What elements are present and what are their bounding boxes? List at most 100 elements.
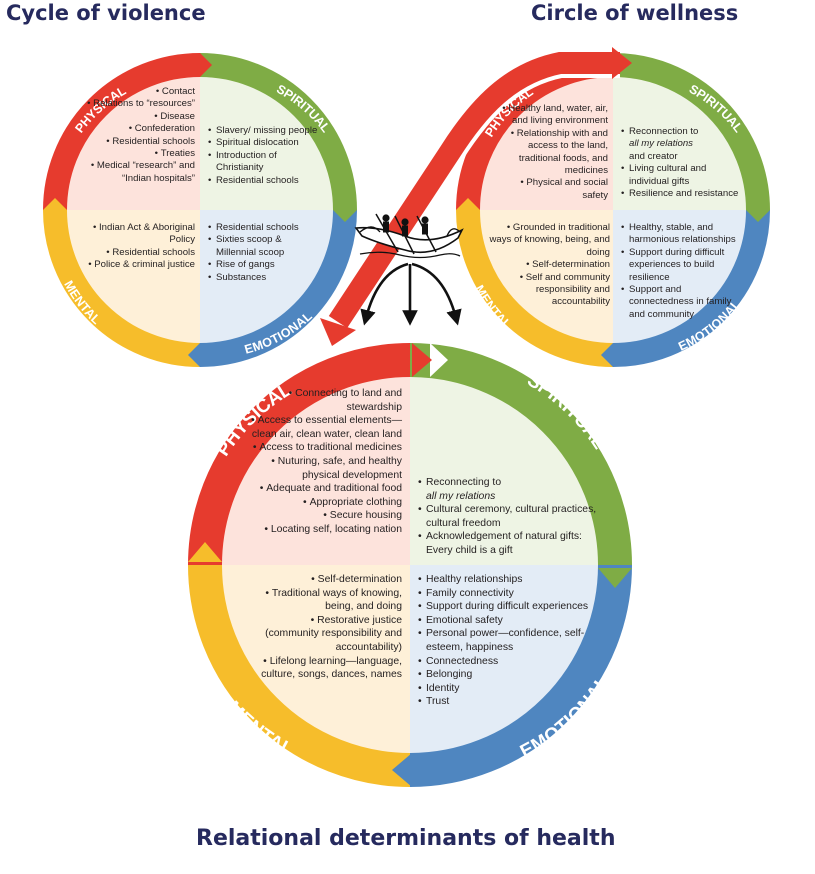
cv-physical-list: Contact Relations to “resources” Disease… bbox=[76, 86, 195, 185]
cw-spiritual-arrowhead bbox=[746, 210, 770, 222]
title-relational-determinants: Relational determinants of health bbox=[196, 826, 616, 851]
list-item: Residential schools bbox=[208, 222, 323, 235]
list-item: Sixties scoop & Millennial scoop bbox=[208, 234, 323, 259]
list-item: Traditional ways of knowing, being, and … bbox=[260, 587, 402, 614]
canoe-arrows bbox=[360, 262, 462, 326]
list-item: Access to traditional medicines bbox=[238, 441, 402, 455]
list-item: Residential schools bbox=[76, 136, 195, 148]
item-text: Reconnection to bbox=[629, 126, 699, 137]
cw-spiritual-arc bbox=[612, 53, 770, 211]
cw-physical-list: Healthy land, water, air, and living env… bbox=[496, 103, 608, 202]
rd-spiritual-arc bbox=[409, 343, 632, 566]
list-item: Belonging bbox=[418, 668, 608, 682]
list-item: Identity bbox=[418, 682, 608, 696]
item-text: and creator bbox=[629, 150, 678, 162]
list-item: Healthy land, water, air, and living env… bbox=[496, 103, 608, 128]
list-item: Self-determination bbox=[260, 573, 402, 587]
cv-spiritual-arc bbox=[199, 53, 357, 211]
rd-mental-arrowhead bbox=[188, 542, 222, 562]
cv-emotional-arc bbox=[199, 209, 357, 367]
cv-emotional-list: Residential schools Sixties scoop & Mill… bbox=[208, 222, 323, 284]
list-item: Acknowledgement of natural gifts: Every … bbox=[418, 530, 600, 557]
rd-mental-arc bbox=[188, 564, 411, 787]
list-item: Locating self, locating nation bbox=[238, 523, 402, 537]
list-item: Adequate and traditional food bbox=[238, 482, 402, 496]
list-item: Spiritual dislocation bbox=[208, 137, 320, 150]
rd-emotional-arrowhead bbox=[392, 753, 412, 787]
cv-mental-arc bbox=[43, 209, 201, 367]
list-item: Indian Act & Aboriginal Policy bbox=[74, 222, 195, 247]
italic-phrase: all my relations bbox=[629, 138, 693, 150]
list-item: Introduction of Christianity bbox=[208, 150, 320, 175]
list-item: Slavery/ missing people bbox=[208, 125, 320, 138]
cw-mental-list: Grounded in traditional ways of knowing,… bbox=[488, 222, 610, 309]
list-item: Police & criminal justice bbox=[74, 259, 195, 271]
list-item: Lifelong learning—language, culture, son… bbox=[260, 655, 402, 682]
list-item: Healthy, stable, and harmonious relation… bbox=[621, 222, 743, 247]
list-item: Support during difficult experiences to … bbox=[621, 247, 743, 284]
list-item: Trust bbox=[418, 695, 608, 709]
cv-spiritual-arrowhead bbox=[333, 210, 357, 222]
cv-mental-list: Indian Act & Aboriginal Policy Residenti… bbox=[74, 222, 195, 272]
list-item: Grounded in traditional ways of knowing,… bbox=[488, 222, 610, 259]
cv-spiritual-list: Slavery/ missing people Spiritual disloc… bbox=[208, 125, 320, 187]
rd-emotional-arc bbox=[409, 564, 632, 787]
cw-emotional-arrowhead bbox=[601, 343, 613, 367]
band-red bbox=[328, 52, 620, 329]
italic-phrase: all my relations bbox=[426, 490, 496, 502]
list-item: Cultural ceremony, cultural practices, c… bbox=[418, 503, 600, 530]
list-item: Access to essential elements—clean air, … bbox=[238, 414, 402, 441]
cw-mental-arrowhead bbox=[456, 198, 480, 210]
list-item: Medical “research” and “Indian hospitals… bbox=[76, 160, 195, 185]
title-circle-of-wellness: Circle of wellness bbox=[531, 1, 739, 25]
list-item: Treaties bbox=[76, 148, 195, 160]
band-arrowhead-bottom bbox=[320, 318, 356, 346]
list-item: Relations to “resources” bbox=[76, 98, 195, 110]
arrow-left bbox=[360, 262, 409, 326]
rd-physical-list: Connecting to land and stewardship Acces… bbox=[238, 387, 402, 537]
cv-emotional-arrowhead bbox=[188, 343, 200, 367]
list-item: Connectedness bbox=[418, 655, 608, 669]
rd-spiritual-list: Reconnecting to all my relations Cultural… bbox=[418, 476, 600, 558]
list-item: Support and connectedness in family and … bbox=[621, 284, 743, 321]
list-item: Residential schools bbox=[74, 247, 195, 259]
list-item: Substances bbox=[208, 272, 323, 285]
rd-arrow-head bbox=[412, 343, 432, 377]
cv-mental-arrowhead bbox=[43, 198, 67, 210]
connecting-band bbox=[320, 47, 632, 346]
list-item: Confederation bbox=[76, 123, 195, 135]
list-item: Physical and social safety bbox=[496, 177, 608, 202]
list-item: Self-determination bbox=[488, 259, 610, 271]
rd-mental-list: Self-determination Traditional ways of k… bbox=[260, 573, 402, 682]
list-item: Family connectivity bbox=[418, 587, 608, 601]
list-item: Support during difficult experiences bbox=[418, 600, 608, 614]
item-text: Reconnecting to bbox=[426, 477, 502, 488]
list-item: Nuturing, safe, and healthy physical dev… bbox=[238, 455, 402, 482]
cv-physical-arrowhead bbox=[200, 53, 212, 77]
list-item: Rise of gangs bbox=[208, 259, 323, 272]
list-item: Contact bbox=[76, 86, 195, 98]
title-cycle-of-violence: Cycle of violence bbox=[6, 1, 206, 25]
arrow-right bbox=[411, 262, 462, 326]
list-item: Reconnecting to all my relations bbox=[418, 476, 600, 503]
list-item: Restorative justice (community responsib… bbox=[260, 614, 402, 655]
list-item: Residential schools bbox=[208, 175, 320, 188]
canoe-icon bbox=[354, 213, 464, 259]
list-item: Disease bbox=[76, 111, 195, 123]
list-item: Resilience and resistance bbox=[621, 188, 743, 201]
list-item: Relationship with and access to the land… bbox=[496, 128, 608, 178]
list-item: Healthy relationships bbox=[418, 573, 608, 587]
band-arrowhead-top bbox=[612, 47, 632, 79]
list-item: Living cultural and individual gifts bbox=[621, 163, 743, 188]
cw-mental-arc bbox=[456, 209, 614, 367]
list-item: Personal power—confidence, self-esteem, … bbox=[418, 627, 608, 654]
list-item: Self and community responsibility and ac… bbox=[488, 272, 610, 309]
list-item: Appropriate clothing bbox=[238, 496, 402, 510]
list-item: Connecting to land and stewardship bbox=[238, 387, 402, 414]
list-item: Secure housing bbox=[238, 509, 402, 523]
list-item: Emotional safety bbox=[418, 614, 608, 628]
rd-arrow-gap bbox=[430, 343, 448, 377]
rd-emotional-list: Healthy relationships Family connectivit… bbox=[418, 573, 608, 709]
